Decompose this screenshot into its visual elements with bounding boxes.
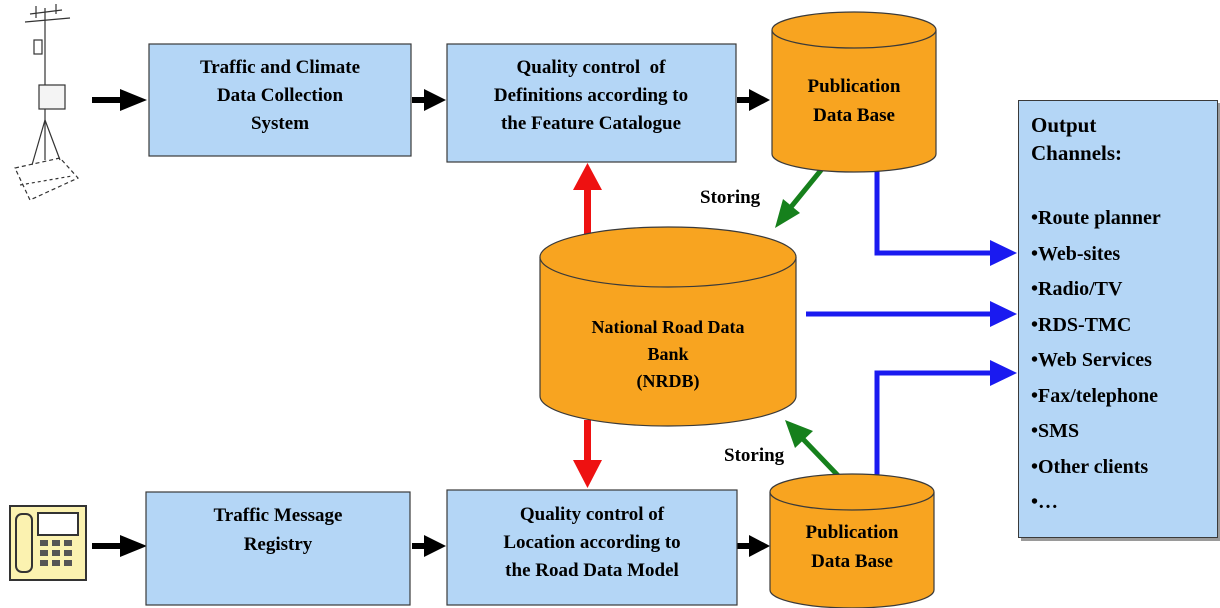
arrow-station-to-collection (92, 89, 147, 111)
process-box-collection: Traffic and Climate Data Collection Syst… (148, 43, 412, 157)
database-publication-bottom: Publication Data Base (769, 473, 935, 608)
arrow-registry-to-qc-location (412, 535, 446, 557)
storing-label-top: Storing (700, 187, 761, 208)
output-channel-list: •Route planner •Web-sites •Radio/TV •RDS… (1031, 201, 1161, 521)
process-box-label: Traffic and Climate (200, 57, 360, 78)
output-channels-panel: Output Channels: •Route planner •Web-sit… (1018, 100, 1218, 538)
process-box-label: Quality control of (516, 57, 666, 78)
output-channel-item: •… (1031, 491, 1059, 513)
telephone-icon (9, 505, 87, 581)
arrow-storing-top (775, 162, 828, 228)
arrow-nrdb-to-qc-definitions (573, 163, 602, 234)
database-publication-top: Publication Data Base (771, 11, 937, 173)
output-channel-item: •Radio/TV (1031, 278, 1123, 300)
database-label: Data Base (813, 105, 895, 126)
process-box-label: Definitions according to (494, 85, 688, 106)
database-label: National Road Data (591, 317, 744, 337)
arrow-nrdb-to-qc-location (573, 420, 602, 488)
database-label: Data Base (811, 551, 893, 572)
process-box-label: Location according to (503, 532, 680, 553)
weather-station-icon (14, 4, 79, 201)
process-box-qc-definitions: Quality control of Definitions according… (446, 43, 737, 163)
flow-arrows (92, 89, 770, 557)
database-label: Publication (806, 522, 899, 543)
output-title-line: Output (1031, 113, 1097, 137)
process-box-label: the Feature Catalogue (501, 113, 681, 134)
process-box-label: Quality control of (520, 504, 665, 525)
output-channel-item: •Other clients (1031, 455, 1149, 478)
process-box-label: System (251, 113, 309, 134)
arrow-publication-bottom-to-outputs (874, 370, 995, 492)
database-label: (NRDB) (637, 371, 700, 392)
process-box-message-registry: Traffic Message Registry (145, 491, 411, 606)
output-channel-item: •Web-sites (1031, 242, 1121, 265)
process-box-qc-location: Quality control of Location according to… (446, 489, 738, 606)
output-arrows (806, 157, 1017, 492)
arrow-collection-to-qc-definitions (412, 89, 446, 111)
output-channel-item: •RDS-TMC (1031, 313, 1132, 336)
process-box-label: Data Collection (217, 85, 344, 106)
output-channel-item: •SMS (1031, 420, 1080, 442)
process-box-label: Registry (244, 534, 313, 555)
arrow-phone-to-registry (92, 535, 147, 557)
arrow-qc-location-to-publication (737, 535, 770, 557)
output-title-line: Channels: (1031, 141, 1123, 165)
arrow-publication-top-to-outputs (874, 157, 995, 256)
arrow-qc-definitions-to-publication (737, 89, 770, 111)
qc-arrows (573, 163, 602, 488)
database-nrdb: National Road Data Bank (NRDB) (539, 226, 797, 427)
output-channels-title: Output Channels: (1031, 111, 1122, 167)
storing-arrows (775, 162, 850, 488)
output-channel-item: •Route planner (1031, 207, 1161, 229)
storing-label-bottom: Storing (724, 445, 785, 466)
process-box-label: the Road Data Model (505, 560, 679, 581)
database-label: Bank (647, 344, 688, 364)
output-channel-item: •Fax/telephone (1031, 384, 1158, 407)
output-channel-item: •Web Services (1031, 349, 1152, 371)
process-box-label: Traffic Message (214, 505, 343, 526)
database-label: Publication (808, 76, 901, 97)
